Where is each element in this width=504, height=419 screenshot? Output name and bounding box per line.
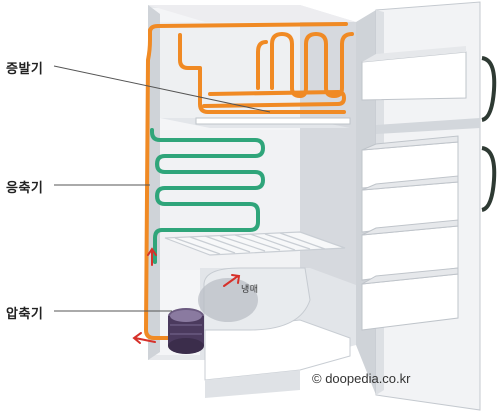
lower-compartment: [198, 267, 356, 398]
refrigerator-door: [356, 1, 497, 411]
compressor-label: 압축기: [6, 307, 44, 322]
evaporator-label: 증발기: [6, 62, 44, 77]
freezer-door-handle: [481, 56, 497, 122]
freezer-door-bin: [361, 46, 467, 101]
refrigerant-label: 냉매: [241, 285, 259, 295]
flow-arrow-right-icon: [223, 274, 241, 287]
door-bins: [361, 135, 459, 331]
wire-shelf: [164, 231, 346, 256]
fridge-compartment: [160, 130, 346, 270]
compressor-unit: [168, 308, 204, 354]
leader-lines: [53, 65, 271, 312]
condenser-label: 응축기: [6, 181, 44, 196]
condenser-coil: [150, 128, 265, 264]
evaporator-coil: [144, 22, 354, 340]
fridge-door-handle: [481, 146, 497, 212]
copyright-text: © doopedia.co.kr: [312, 371, 411, 386]
flow-arrow-left-icon: [132, 332, 156, 344]
flow-arrow-up-icon: [147, 247, 157, 266]
flow-arrows: [132, 247, 241, 344]
